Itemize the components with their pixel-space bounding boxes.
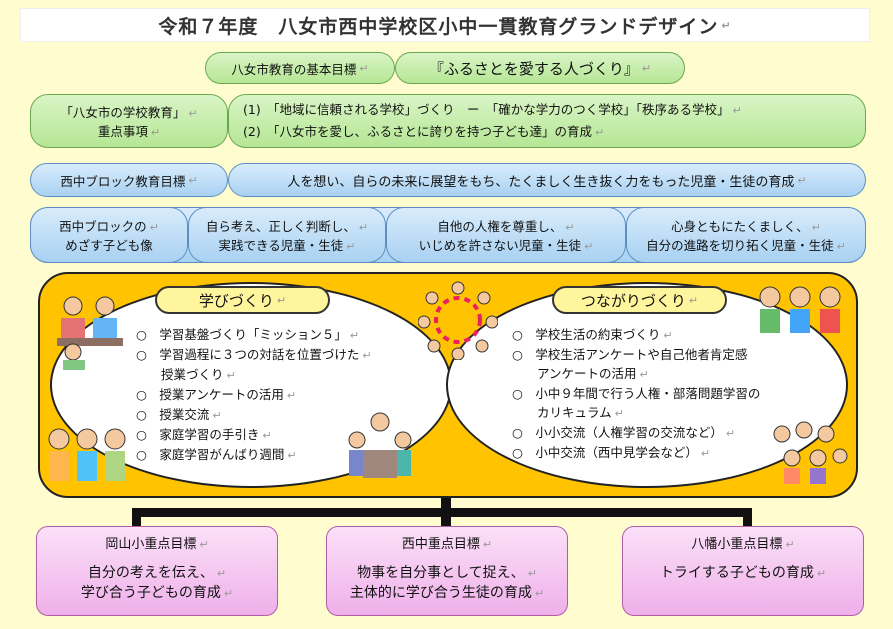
school-goal-okayama: 岡山小重点目標↵ 自分の考えを伝え、↵ 学び合う子どもの育成↵: [36, 526, 278, 616]
connector-right: [743, 508, 752, 528]
list-item: ○ 学校生活の約束づくり↵: [512, 327, 673, 342]
school-goal-yawata: 八幡小重点目標↵ トライする子どもの育成↵: [622, 526, 864, 616]
connector-center: [441, 508, 451, 528]
list-item: ○ 小中交流（西中見学会など）↵: [512, 445, 711, 460]
friends-illustration: [759, 286, 841, 333]
list-item: ○ 学校生活アンケートや自己他者肯定感: [512, 347, 748, 362]
ideal-child-2: 自他の人権を尊重し、↵ いじめを許さない児童・生徒↵: [386, 207, 626, 263]
list-item: ○ 家庭学習がんばり週間↵: [136, 447, 297, 462]
list-item: ○ 学習基盤づくり「ミッション５」↵: [136, 327, 360, 342]
block-goal-label: 西中ブロック教育目標↵: [30, 163, 228, 197]
school-goal-nishichu: 西中重点目標↵ 物事を自分事として捉え、↵ 主体的に学び合う生徒の育成↵: [326, 526, 568, 616]
tsunagari-list: ○ 学校生活の約束づくり↵ ○ 学校生活アンケートや自己他者肯定感 アンケートの…: [512, 325, 812, 463]
list-item: ○ 授業交流↵: [136, 407, 222, 422]
circle-of-children-illustration: [418, 281, 498, 360]
list-item: ○ 小中９年間で行う人権・部落問題学習の: [512, 386, 761, 401]
manabi-list: ○ 学習基盤づくり「ミッション５」↵ ○ 学習過程に３つの対話を位置づけた↵ 授…: [136, 325, 426, 465]
list-item: カリキュラム↵: [512, 405, 624, 420]
list-item: アンケートの活用↵: [512, 366, 649, 381]
list-item: 授業づくり↵: [136, 367, 236, 382]
group-study-illustration: [348, 412, 412, 478]
connector-left: [132, 508, 141, 528]
tsunagari-label: つながりづくり↵: [552, 286, 727, 314]
ideal-child-1: 自ら考え、正しく判断し、↵ 実践できる児童・生徒↵: [188, 207, 386, 263]
ideal-child-3: 心身ともにたくましく、↵ 自分の進路を切り拓く児童・生徒↵: [626, 207, 866, 263]
school-edu-items: (1) 「地域に信頼される学校」づくり ー 「確かな学力のつく学校」「秩序ある学…: [228, 94, 866, 148]
list-item: ○ 家庭学習の手引き↵: [136, 427, 272, 442]
list-item: ○ 小小交流（人権学習の交流など）↵: [512, 425, 736, 440]
students-desk-illustration: [57, 296, 123, 370]
cheering-children-illustration: [773, 421, 848, 484]
connector-vertical: [441, 498, 451, 514]
block-goal-text: 人を想い、自らの未来に展望をもち、たくましく生き抜く力をもった児童・生徒の育成↵: [228, 163, 866, 197]
ideal-label: 西中ブロックの↵ めざす子ども像: [30, 207, 188, 263]
list-item: ○ 学習過程に３つの対話を位置づけた↵: [136, 347, 372, 362]
manabi-label: 学びづくり↵: [155, 286, 330, 314]
school-edu-label: 「八女市の学校教育」↵ 重点事項↵: [30, 94, 228, 148]
children-illustration: [48, 428, 126, 481]
tsunagari-ellipse: [446, 282, 848, 488]
page-title: 令和７年度 八女市西中学校区小中一貫教育グランドデザイン↵: [20, 8, 870, 42]
basic-goal-label: 八女市教育の基本目標↵: [205, 52, 395, 84]
basic-goal-text: 『ふるさとを愛する人づくり』↵: [395, 52, 685, 84]
list-item: ○ 授業アンケートの活用↵: [136, 387, 297, 402]
